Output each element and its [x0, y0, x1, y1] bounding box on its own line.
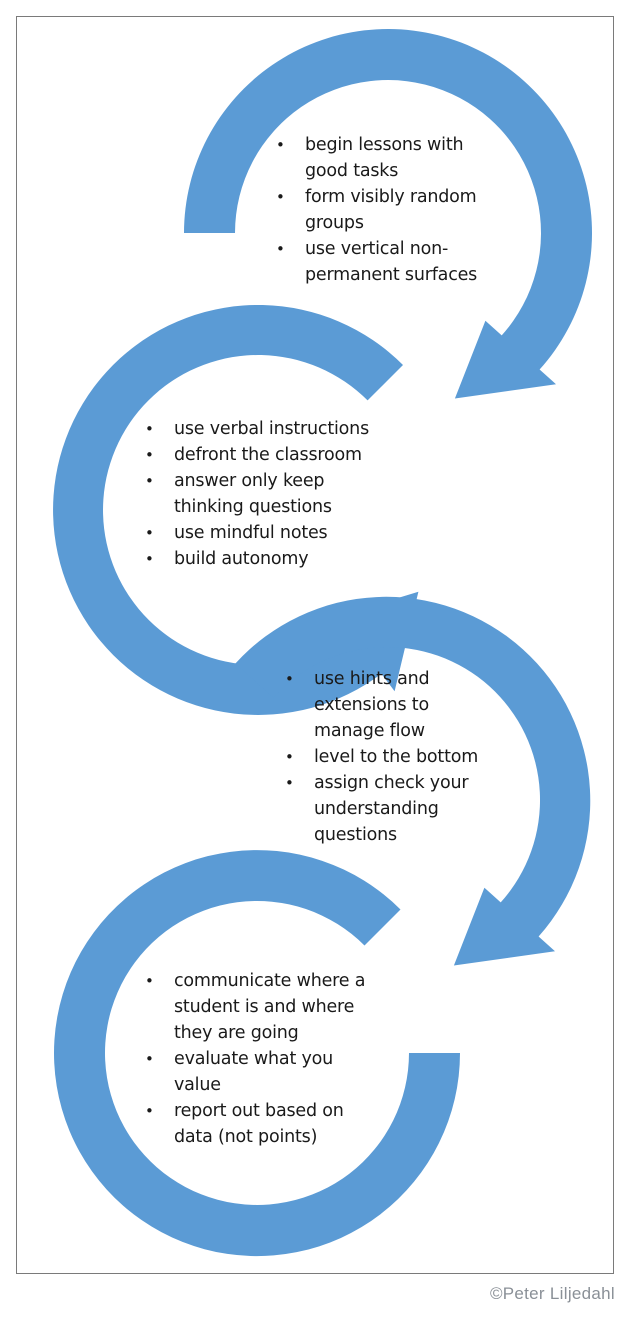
list-item: answer only keep thinking questions — [145, 468, 369, 520]
list-item-line: level to the bottom — [314, 747, 479, 767]
list-item-line: use vertical non- — [305, 239, 449, 259]
list-item-line: questions — [314, 825, 397, 845]
list-item-line: groups — [305, 213, 364, 233]
list-item-line: assign check your — [314, 773, 469, 793]
list-item-line: manage flow — [314, 721, 425, 741]
copyright-credit: ©Peter Liljedahl — [489, 1284, 615, 1303]
stage-2-list: use verbal instructions defront the class… — [145, 416, 369, 572]
list-item-line: thinking questions — [174, 497, 332, 517]
list-item-line: defront the classroom — [174, 445, 362, 465]
stage-3-list: use hints and extensions to manage flow lev… — [285, 666, 478, 848]
list-item: evaluate what you value — [145, 1046, 365, 1098]
list-item-line: evaluate what you — [174, 1049, 334, 1069]
list-item-line: they are going — [174, 1023, 299, 1043]
list-item-line: communicate where a — [174, 971, 366, 991]
stage-1-list: begin lessons with good tasks form visibly… — [276, 132, 477, 288]
list-item-line: report out based on — [174, 1101, 344, 1121]
list-item: form visibly random groups — [276, 184, 477, 236]
list-item-line: value — [174, 1075, 221, 1095]
list-item: build autonomy — [145, 546, 369, 572]
list-item: level to the bottom — [285, 744, 478, 770]
list-item-line: understanding — [314, 799, 439, 819]
list-item: communicate where a student is and where t… — [145, 968, 365, 1046]
list-item: use verbal instructions — [145, 416, 369, 442]
list-item-line: student is and where — [174, 997, 355, 1017]
list-item: report out based on data (not points) — [145, 1098, 365, 1150]
list-item-line: use hints and — [314, 669, 430, 689]
list-item: use vertical non-permanent surfaces — [276, 236, 477, 288]
list-item: use mindful notes — [145, 520, 369, 546]
circular-arrow-3 — [235, 596, 591, 966]
list-item-line: begin lessons with — [305, 135, 464, 155]
list-item: assign check your understanding questions — [285, 770, 478, 848]
list-item-line: good tasks — [305, 161, 399, 181]
list-item-line: use verbal instructions — [174, 419, 369, 439]
stage-4-list: communicate where a student is and where t… — [145, 968, 365, 1150]
list-item-line: form visibly random — [305, 187, 477, 207]
list-item: begin lessons with good tasks — [276, 132, 477, 184]
list-item-line: data (not points) — [174, 1127, 318, 1147]
list-item-line: build autonomy — [174, 549, 309, 569]
list-item-line: extensions to — [314, 695, 429, 715]
list-item-line: use mindful notes — [174, 523, 328, 543]
list-item: use hints and extensions to manage flow — [285, 666, 478, 744]
list-item-line: answer only keep — [174, 471, 325, 491]
list-item-line: permanent surfaces — [305, 265, 478, 285]
list-item: defront the classroom — [145, 442, 369, 468]
